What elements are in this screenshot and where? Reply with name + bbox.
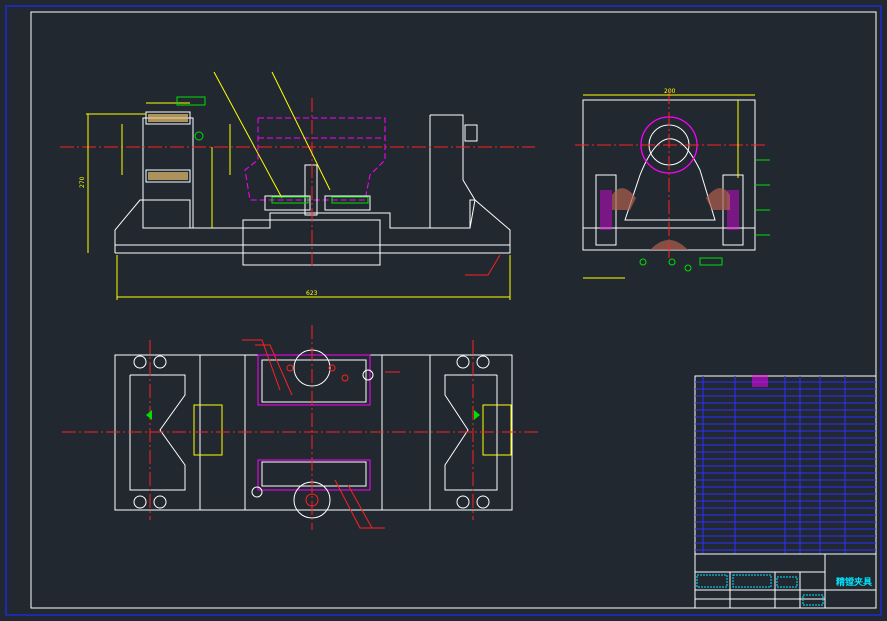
front-diag-leader-1 bbox=[213, 71, 283, 199]
right-upright bbox=[429, 114, 476, 229]
top-leader-1 bbox=[242, 339, 281, 391]
title-block-frame bbox=[694, 553, 877, 609]
top-clamp-upper bbox=[257, 354, 371, 406]
top-hole-left-pin bbox=[251, 486, 263, 498]
left-bushing-flange bbox=[145, 111, 191, 125]
top-dim-right-box bbox=[482, 404, 512, 456]
side-tolerance-frame bbox=[699, 257, 723, 266]
front-tolerance-frame-2 bbox=[271, 196, 309, 204]
parts-list-stamp bbox=[752, 375, 768, 387]
side-marker-1 bbox=[639, 258, 647, 266]
drawing-title: 精镗夹具 bbox=[836, 576, 872, 588]
title-block-cyan-field-3 bbox=[776, 576, 798, 588]
front-clamp-left bbox=[264, 195, 311, 211]
top-hole-bl-2 bbox=[153, 495, 167, 509]
outer-sheet-frame bbox=[5, 5, 882, 616]
front-stud bbox=[304, 164, 318, 216]
workpiece-hidden-outline bbox=[244, 117, 386, 201]
top-hole-tl-2 bbox=[153, 355, 167, 369]
front-view: 623 270 bbox=[60, 71, 535, 300]
title-block-cyan-field-4 bbox=[802, 594, 824, 606]
front-tolerance-frame bbox=[176, 96, 206, 106]
side-hatch-left bbox=[612, 188, 636, 210]
left-bushing-hatch bbox=[148, 114, 188, 122]
side-screw-left-thread bbox=[600, 190, 612, 230]
top-hole-right-pin bbox=[362, 369, 374, 381]
top-hole-bl-1 bbox=[133, 495, 147, 509]
left-bushing-flange-bottom bbox=[145, 169, 191, 183]
top-vmark-right bbox=[474, 410, 480, 420]
side-marker-2 bbox=[668, 258, 676, 266]
top-clamp-lower-inner bbox=[261, 461, 367, 487]
side-dim-width-text: 200 bbox=[664, 88, 676, 95]
front-diag-leader-2 bbox=[271, 71, 331, 191]
top-hole-small-3 bbox=[341, 374, 349, 382]
side-view: 200 bbox=[575, 88, 770, 279]
top-clamp-lower bbox=[257, 459, 371, 491]
top-hole-br-2 bbox=[476, 495, 490, 509]
side-body-arch bbox=[624, 138, 716, 221]
left-bushing-marker bbox=[194, 131, 204, 141]
top-leader-2 bbox=[255, 344, 293, 396]
top-hole-small-1 bbox=[286, 364, 294, 372]
top-leader-4 bbox=[347, 484, 385, 529]
top-leader-3 bbox=[334, 479, 372, 529]
title-block-cyan-field-2 bbox=[732, 574, 772, 588]
title-block-cyan-field-1 bbox=[696, 574, 728, 588]
top-hole-tr-2 bbox=[476, 355, 490, 369]
top-hole-tr-1 bbox=[456, 355, 470, 369]
top-hole-tl-1 bbox=[133, 355, 147, 369]
top-dim-left-box bbox=[193, 404, 223, 456]
front-base-outline bbox=[114, 199, 511, 254]
side-hatch-right bbox=[706, 188, 730, 210]
left-bushing-hatch-bottom bbox=[148, 172, 188, 180]
top-vmark-left bbox=[146, 410, 152, 420]
top-hole-br-1 bbox=[456, 495, 470, 509]
top-view bbox=[62, 325, 540, 530]
side-marker-3 bbox=[684, 264, 692, 272]
right-upright-cap bbox=[464, 124, 478, 142]
parts-list-table bbox=[694, 375, 877, 555]
top-vblock-right bbox=[444, 374, 498, 491]
front-dim-total-text: 623 bbox=[306, 290, 318, 297]
front-roughness-leader bbox=[465, 254, 501, 276]
title-block: 精镗夹具 bbox=[694, 553, 877, 609]
inner-border-frame bbox=[30, 11, 877, 609]
top-hole-small-2 bbox=[328, 364, 336, 372]
front-dim-height-text: 270 bbox=[79, 176, 86, 188]
front-clamp-right bbox=[324, 195, 371, 211]
front-tolerance-frame-3 bbox=[331, 196, 369, 204]
top-vblock-left bbox=[129, 374, 186, 491]
top-clamp-upper-inner bbox=[261, 359, 367, 403]
